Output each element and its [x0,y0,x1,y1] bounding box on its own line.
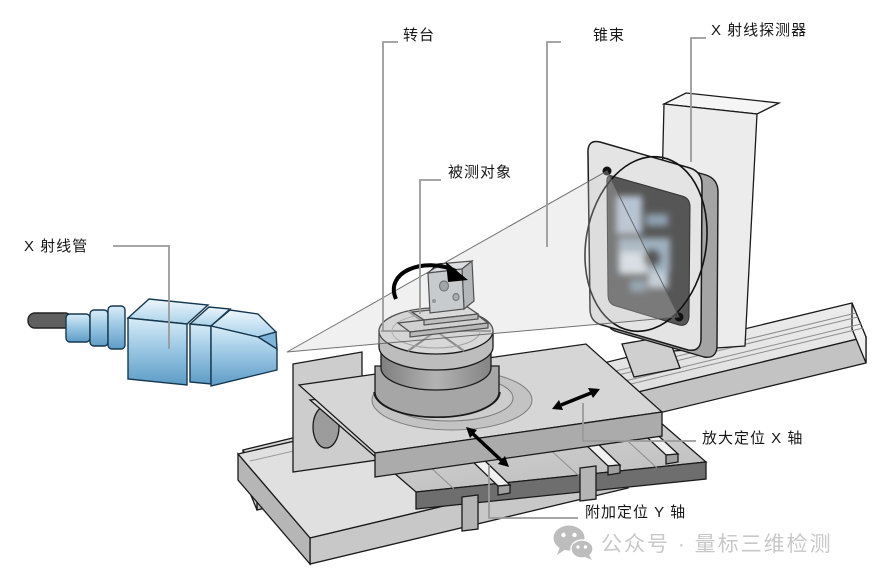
measured-object [396,259,490,338]
leader-x-axis [582,403,696,442]
label-additional-y-axis: 附加定位 Y 轴 [583,503,689,523]
leader-xray-tube [113,245,170,349]
watermark-text: 公众号 · 量标三维检测 [601,533,833,556]
watermark: 公众号 · 量标三维检测 [552,524,833,562]
label-magnification-x-axis: 放大定位 X 轴 [700,429,806,449]
y-axis-arrow-icon [466,427,509,467]
cone-beam [286,170,680,353]
x-axis-arrow-icon [552,388,600,410]
wechat-icon [553,525,594,560]
rotation-arrow-icon [391,262,468,300]
label-xray-tube: X 射线管 [22,237,91,257]
label-cone-beam: 锥束 [591,26,628,46]
label-xray-detector: X 射线探测器 [709,21,810,41]
xray-tube-assembly [27,298,278,387]
beam-circle [584,155,708,333]
leader-detector [690,37,706,162]
leader-cone-beam [546,41,561,247]
detector-panel [584,140,719,358]
label-measured-object: 被测对象 [446,163,515,183]
leader-turntable [382,41,398,331]
leader-y-axis [488,465,578,519]
leader-measured-object [419,179,441,314]
label-turntable: 转台 [401,26,438,46]
turntable-drum [373,307,501,419]
leader-lines [113,37,706,519]
